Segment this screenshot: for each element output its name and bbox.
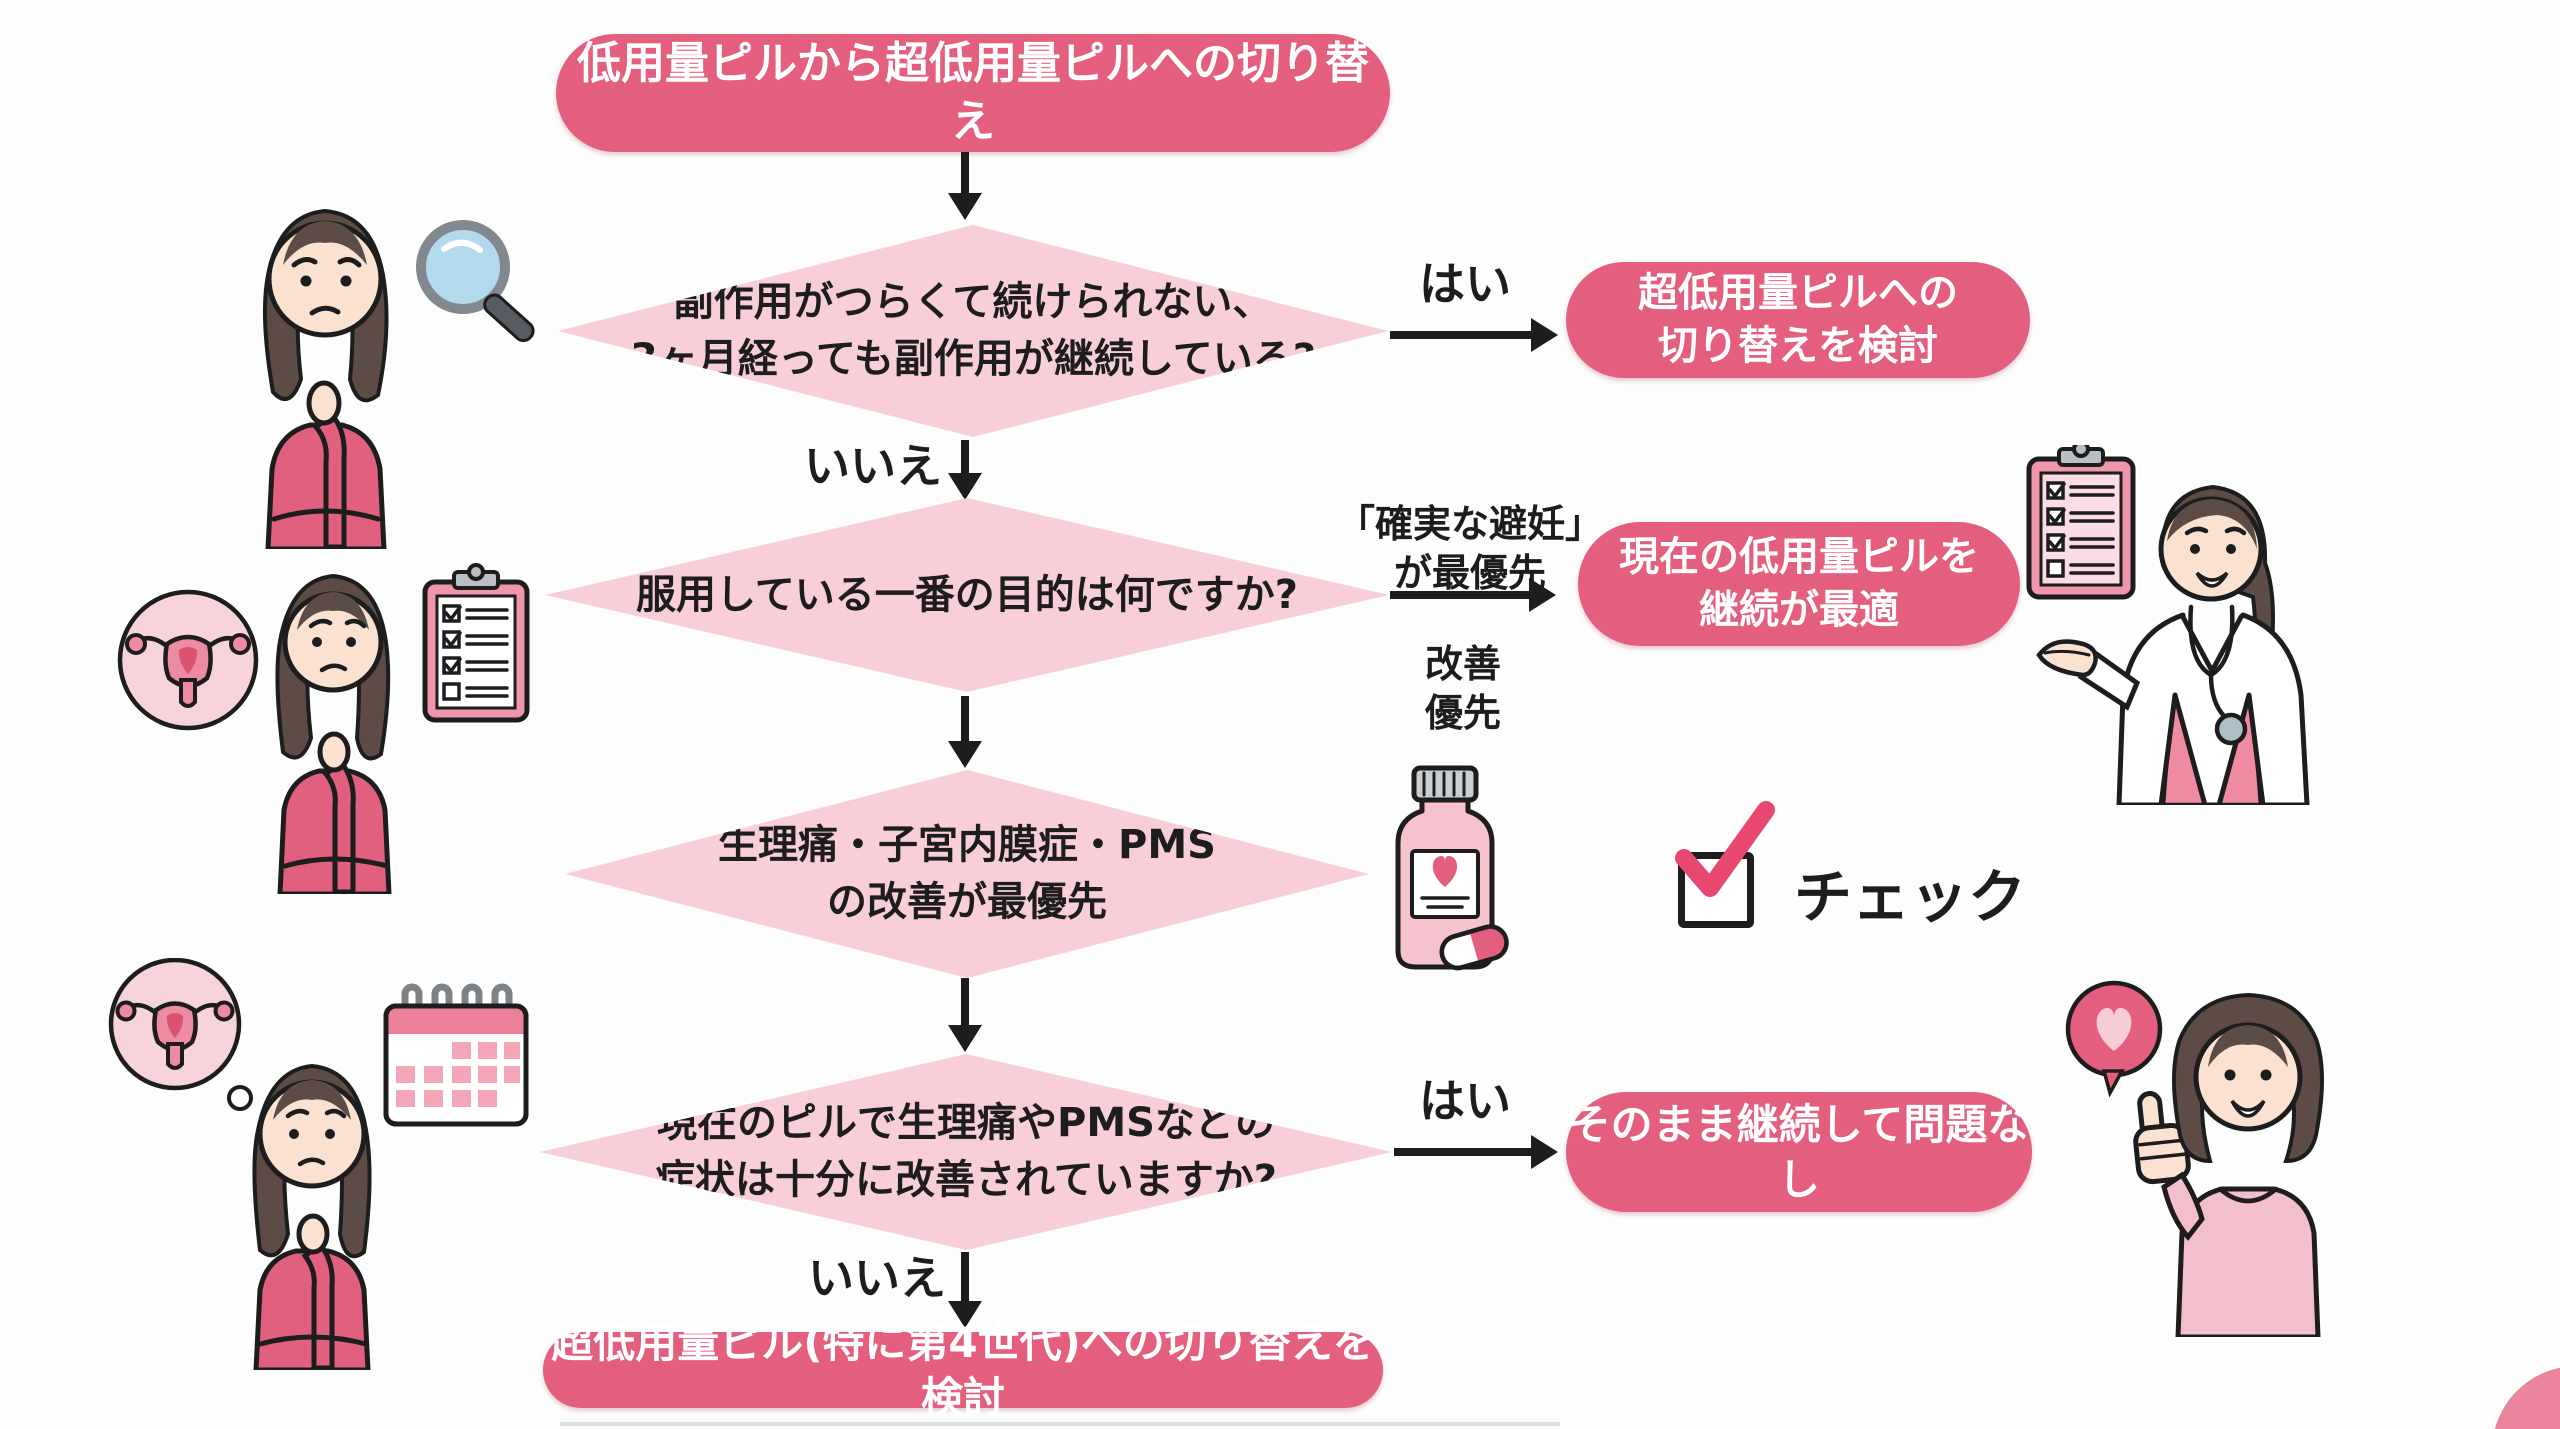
- checklist-clipboard-icon: [422, 563, 530, 723]
- decision-improved-line1: 現在のピルで生理痛やPMSなどの: [657, 1100, 1275, 1147]
- worried-woman-icon: [262, 208, 389, 549]
- result-keep-current: 現在の低用量ピルを 継続が最適: [1578, 522, 2020, 646]
- edge-label-improvement-line1: 改善: [1424, 642, 1501, 686]
- woman-uterus-checklist-illustration: [117, 563, 530, 894]
- arrowhead-down-icon: [948, 1301, 982, 1328]
- decision-side-effects-line1: 副作用がつらくて続けられない、: [673, 279, 1273, 326]
- decision-side-effects: 副作用がつらくて続けられない、 3ヶ月経っても副作用が継続している?: [558, 225, 1388, 437]
- arrowhead-right-icon: [1531, 318, 1558, 352]
- decision-side-effects-line2: 3ヶ月経っても副作用が継続している?: [630, 336, 1316, 382]
- edge-label-contraception-line2: が最優先: [1393, 550, 1546, 595]
- arrowhead-down-icon: [948, 741, 982, 768]
- final-node: 超低用量ピル(特に第4世代)への切り替えを検討: [543, 1318, 1383, 1422]
- doctor-icon: [2036, 484, 2310, 805]
- edge-label-contraception: 「確実な避妊」 が最優先: [1320, 500, 1620, 597]
- edge-label-improvement: 改善 優先: [1368, 640, 1558, 737]
- arrow-d2-to-d3: [948, 696, 982, 768]
- checklist-clipboard-icon: [2026, 445, 2136, 600]
- result-switch-line2: 切り替えを検討: [1658, 323, 1938, 369]
- scan-artifact-line: [560, 1422, 1560, 1426]
- happy-woman-icon: [2161, 992, 2324, 1337]
- magnifier-icon: [416, 220, 535, 343]
- arrow-d4-to-final: [948, 1252, 982, 1328]
- decision-symptom-line2: の改善が最優先: [827, 879, 1107, 925]
- calendar-icon: [383, 983, 529, 1127]
- heart-bubble-icon: [2065, 980, 2163, 1098]
- arrow-yes-to-r3: [1394, 1135, 1558, 1169]
- happy-woman-illustration: [2065, 980, 2324, 1337]
- decorative-pink-circle: [2492, 1366, 2560, 1429]
- result-switch-ultra-low: 超低用量ピルへの 切り替えを検討: [1566, 262, 2030, 378]
- doctor-illustration: [2026, 445, 2310, 805]
- arrowhead-down-icon: [948, 193, 982, 220]
- result-continue-label: そのまま継続して問題なし: [1568, 1099, 2030, 1204]
- thumbs-up-icon: [2133, 1091, 2191, 1185]
- uterus-icon: [117, 589, 259, 731]
- arrowhead-right-icon: [1529, 578, 1556, 612]
- edge-label-no-1: いいえ: [804, 439, 942, 493]
- result-keep-line2: 継続が最適: [1699, 587, 1899, 633]
- arrow-d2-to-r2: [1390, 578, 1556, 612]
- result-keep-line1: 現在の低用量ピルを: [1619, 534, 1979, 581]
- pill-bottle-icon: [1395, 765, 1509, 971]
- edge-label-contraception-line1: 「確実な避妊」: [1336, 502, 1603, 546]
- arrowhead-down-icon: [948, 473, 982, 500]
- worried-woman-magnifier-illustration: [262, 208, 535, 549]
- decision-improved-enough: 現在のピルで生理痛やPMSなどの 症状は十分に改善されていますか?: [540, 1054, 1392, 1250]
- thinking-woman-icon: [275, 573, 392, 894]
- decision-improved-line2: 症状は十分に改善されていますか?: [654, 1157, 1277, 1203]
- thinking-woman-icon: [252, 1063, 372, 1370]
- check-legend-label: チェック: [1794, 863, 2027, 931]
- arrow-yes-to-r1: [1390, 318, 1558, 352]
- decision-symptom-priority: 生理痛・子宮内膜症・PMS の改善が最優先: [565, 770, 1369, 978]
- edge-label-improvement-line2: 優先: [1424, 690, 1501, 735]
- uterus-thought-bubble-icon: [108, 958, 277, 1132]
- result-switch-line1: 超低用量ピルへの: [1638, 270, 1958, 317]
- decision-purpose: 服用している一番の目的は何ですか?: [545, 498, 1389, 692]
- edge-label-no-2: いいえ: [808, 1251, 946, 1305]
- arrowhead-right-icon: [1531, 1135, 1558, 1169]
- start-node: 低用量ピルから超低用量ピルへの切り替え: [556, 34, 1390, 152]
- edge-label-yes-2: はい: [1419, 1074, 1511, 1128]
- start-node-label: 低用量ピルから超低用量ピルへの切り替え: [577, 37, 1369, 147]
- arrow-start-to-d1: [948, 152, 982, 220]
- result-continue-ok: そのまま継続して問題なし: [1566, 1092, 2032, 1212]
- arrowhead-down-icon: [948, 1025, 982, 1052]
- decision-purpose-line1: 服用している一番の目的は何ですか?: [635, 571, 1298, 618]
- woman-calendar-illustration: [108, 958, 529, 1370]
- final-node-label: 超低用量ピル(特に第4世代)への切り替えを検討: [551, 1317, 1375, 1422]
- edge-label-yes-1: はい: [1419, 257, 1511, 311]
- decision-symptom-line1: 生理痛・子宮内膜症・PMS: [718, 822, 1216, 869]
- checkmark-icon: [1675, 801, 1775, 897]
- arrow-d1-to-d2: [948, 440, 982, 500]
- arrow-d3-to-d4: [948, 978, 982, 1052]
